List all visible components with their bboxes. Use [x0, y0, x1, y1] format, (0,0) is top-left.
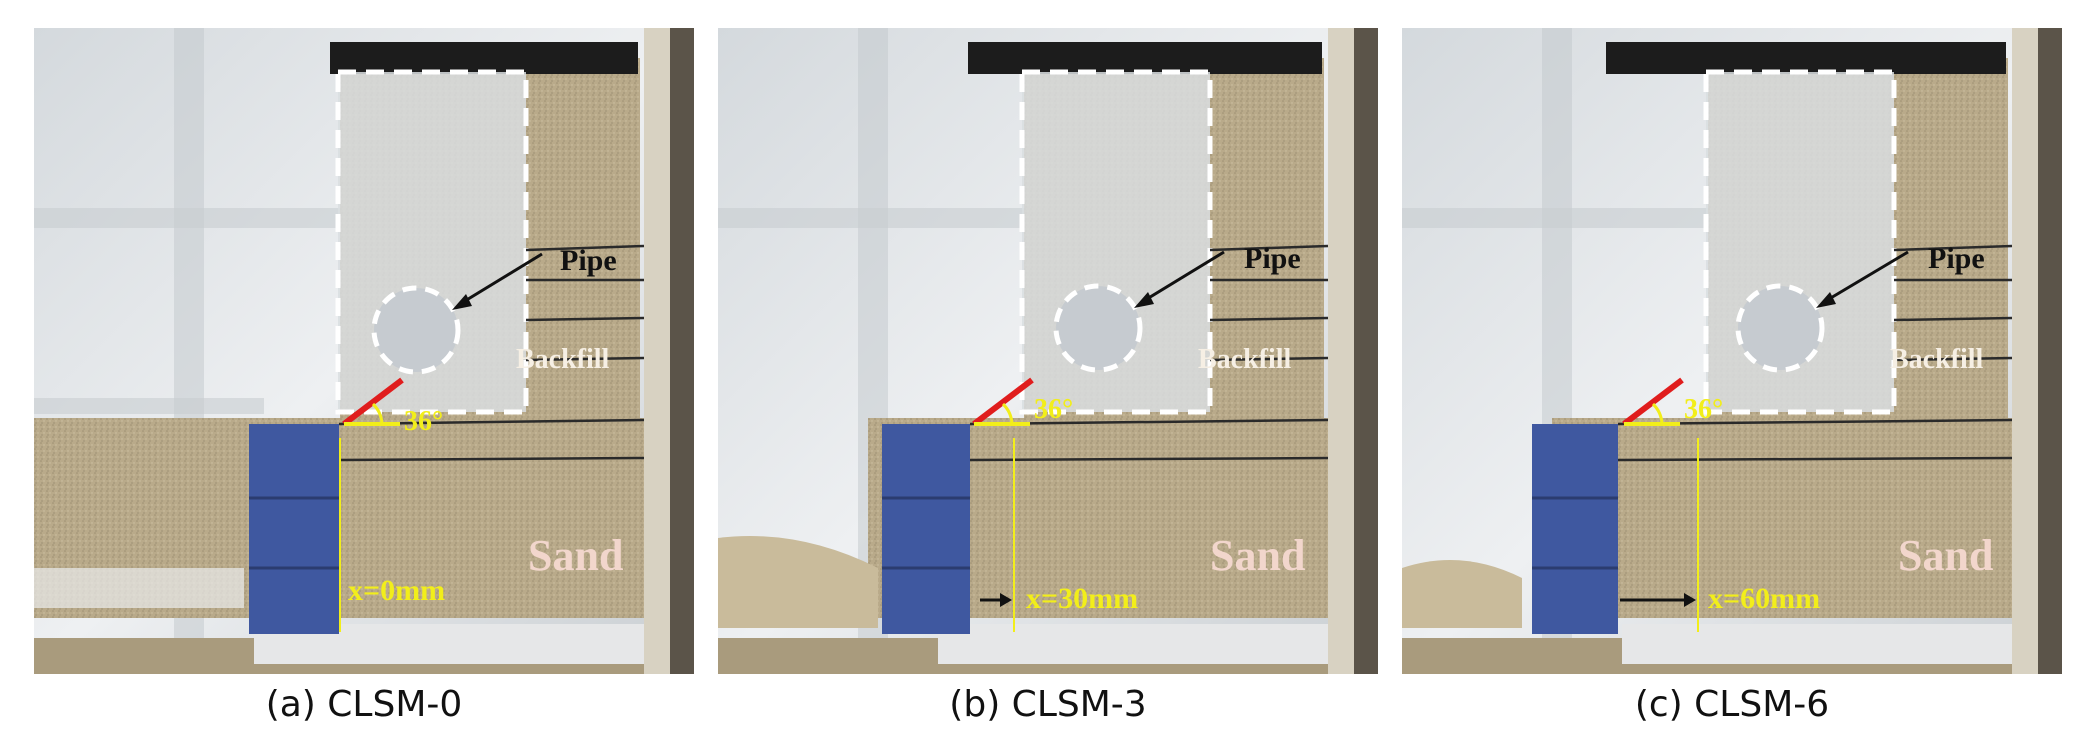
slope-line — [342, 377, 404, 427]
slope-line — [972, 377, 1034, 427]
photo-clsm-0 — [34, 28, 694, 674]
clsm-block — [249, 424, 339, 634]
dashed-outline — [1703, 69, 1897, 415]
position-label: x=60mm — [1708, 582, 1821, 615]
backfill-label: Backfill — [516, 344, 610, 375]
position-label: x=0mm — [348, 574, 446, 607]
pipe-arrow — [459, 252, 543, 306]
position-label: x=30mm — [1026, 582, 1139, 615]
angle-label: 36° — [404, 406, 444, 437]
top-clamp-bar — [968, 42, 1322, 74]
top-clamp-bar — [1606, 42, 2006, 74]
slope-line — [1622, 377, 1684, 427]
clsm-block — [1532, 424, 1618, 634]
pipe-circle — [1735, 283, 1825, 373]
pipe-label: Pipe — [1928, 242, 1985, 275]
sand-label: Sand — [528, 531, 624, 580]
dashed-outline — [335, 69, 529, 415]
pipe-label: Pipe — [1244, 242, 1301, 275]
panel-clsm-0: Pipe Backfill Sand x=0mm 36° (a) CLSM-0 — [34, 0, 694, 748]
angle-arc — [1001, 402, 1014, 425]
angle-arc — [371, 402, 384, 425]
backfill-label: Backfill — [1198, 344, 1292, 375]
sand-label: Sand — [1210, 531, 1306, 580]
panel-clsm-3: Pipe Backfill Sand x=30mm 36° (b) CLSM-3 — [718, 0, 1378, 748]
angle-arc — [1651, 402, 1664, 425]
backfill-label: Backfill — [1890, 344, 1984, 375]
photo-clsm-3 — [718, 28, 1378, 674]
clsm-block — [882, 424, 970, 634]
panel-caption: (c) CLSM-6 — [1634, 684, 1830, 725]
panel-clsm-6: Pipe Backfill Sand x=60mm 36° (c) CLSM-6 — [1402, 0, 2062, 748]
sand-spill — [1402, 560, 1522, 628]
angle-label: 36° — [1034, 394, 1074, 425]
panel-caption: (a) CLSM-0 — [265, 684, 463, 725]
pipe-arrow — [1141, 250, 1225, 304]
sand-spill — [718, 536, 878, 628]
dashed-outline — [1019, 69, 1213, 415]
pipe-circle — [371, 285, 461, 375]
angle-label: 36° — [1684, 394, 1724, 425]
panel-caption: (b) CLSM-3 — [949, 684, 1147, 725]
pipe-label: Pipe — [560, 244, 617, 277]
photo-clsm-6 — [1402, 28, 2062, 674]
top-clamp-bar — [330, 42, 638, 74]
sand-layer — [1552, 418, 2022, 618]
sand-label: Sand — [1898, 531, 1994, 580]
pipe-arrow — [1823, 250, 1909, 304]
pipe-circle — [1053, 283, 1143, 373]
